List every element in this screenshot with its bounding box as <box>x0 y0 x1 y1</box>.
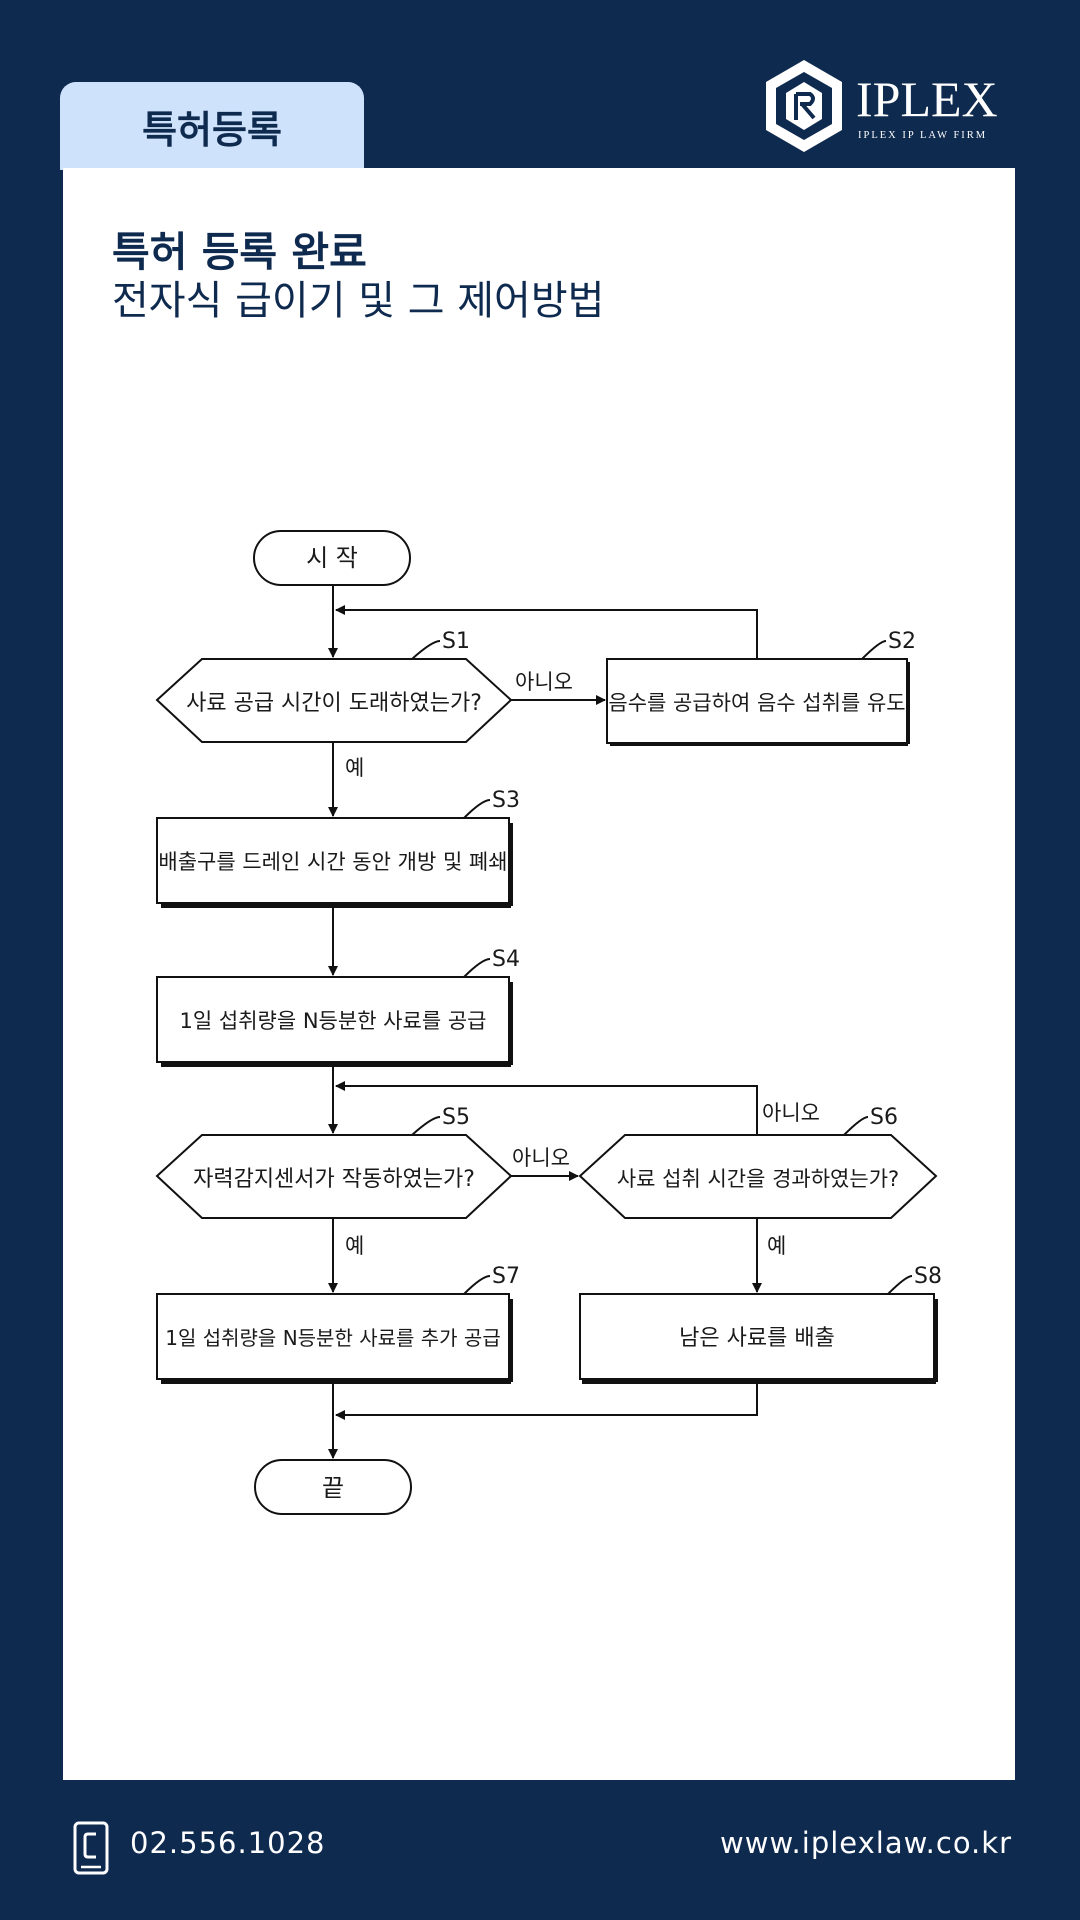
end-label: 끝 <box>322 1474 344 1502</box>
s2-id: S2 <box>888 629 916 654</box>
patent-title: 전자식 급이기 및 그 제어방법 <box>112 278 605 324</box>
website-link[interactable]: www.iplexlaw.co.kr <box>720 1826 1012 1860</box>
s6-yes-label: 예 <box>767 1234 786 1258</box>
s4-id: S4 <box>492 947 520 972</box>
s1-id: S1 <box>442 629 470 654</box>
firm-logo: IPLEX IPLEX IP LAW FIRM <box>762 58 1012 162</box>
s3-text: 배출구를 드레인 시간 동안 개방 및 폐쇄 <box>158 850 507 874</box>
category-tab-label: 특허등록 <box>142 107 282 152</box>
phone-number[interactable]: 02.556.1028 <box>130 1826 326 1860</box>
logo-wordmark: IPLEX <box>856 71 998 127</box>
s6-no-label: 아니오 <box>762 1101 820 1125</box>
s5-id: S5 <box>442 1105 470 1130</box>
s5-no-label: 아니오 <box>512 1146 570 1170</box>
s8-id: S8 <box>914 1264 942 1289</box>
logo-tagline: IPLEX IP LAW FIRM <box>858 130 987 141</box>
s5-yes-label: 예 <box>345 1234 364 1258</box>
s5-text: 자력감지센서가 작동하였는가? <box>193 1167 475 1192</box>
content-card <box>63 168 1015 1780</box>
s3-id: S3 <box>492 788 520 813</box>
end-terminal <box>254 1459 412 1515</box>
s1-no-label: 아니오 <box>515 670 573 694</box>
s7-text: 1일 섭취량을 N등분한 사료를 추가 공급 <box>165 1326 500 1350</box>
category-tab: 특허등록 <box>60 82 364 170</box>
hexagon-logo-icon <box>766 60 842 152</box>
s6-id: S6 <box>870 1105 898 1130</box>
s7-id: S7 <box>492 1264 520 1289</box>
decision-s6 <box>578 1134 938 1219</box>
start-label: 시 작 <box>306 544 358 572</box>
s8-text: 남은 사료를 배출 <box>679 1326 835 1351</box>
s1-yes-label: 예 <box>345 756 364 780</box>
s1-text: 사료 공급 시간이 도래하였는가? <box>186 691 482 716</box>
s6-text: 사료 섭취 시간을 경과하였는가? <box>617 1167 899 1191</box>
s4-text: 1일 섭취량을 N등분한 사료를 공급 <box>180 1009 487 1033</box>
page-title: 특허 등록 완료 <box>112 228 367 276</box>
s2-text: 음수를 공급하여 음수 섭취를 유도 <box>608 691 905 715</box>
phone-icon <box>72 1820 110 1876</box>
